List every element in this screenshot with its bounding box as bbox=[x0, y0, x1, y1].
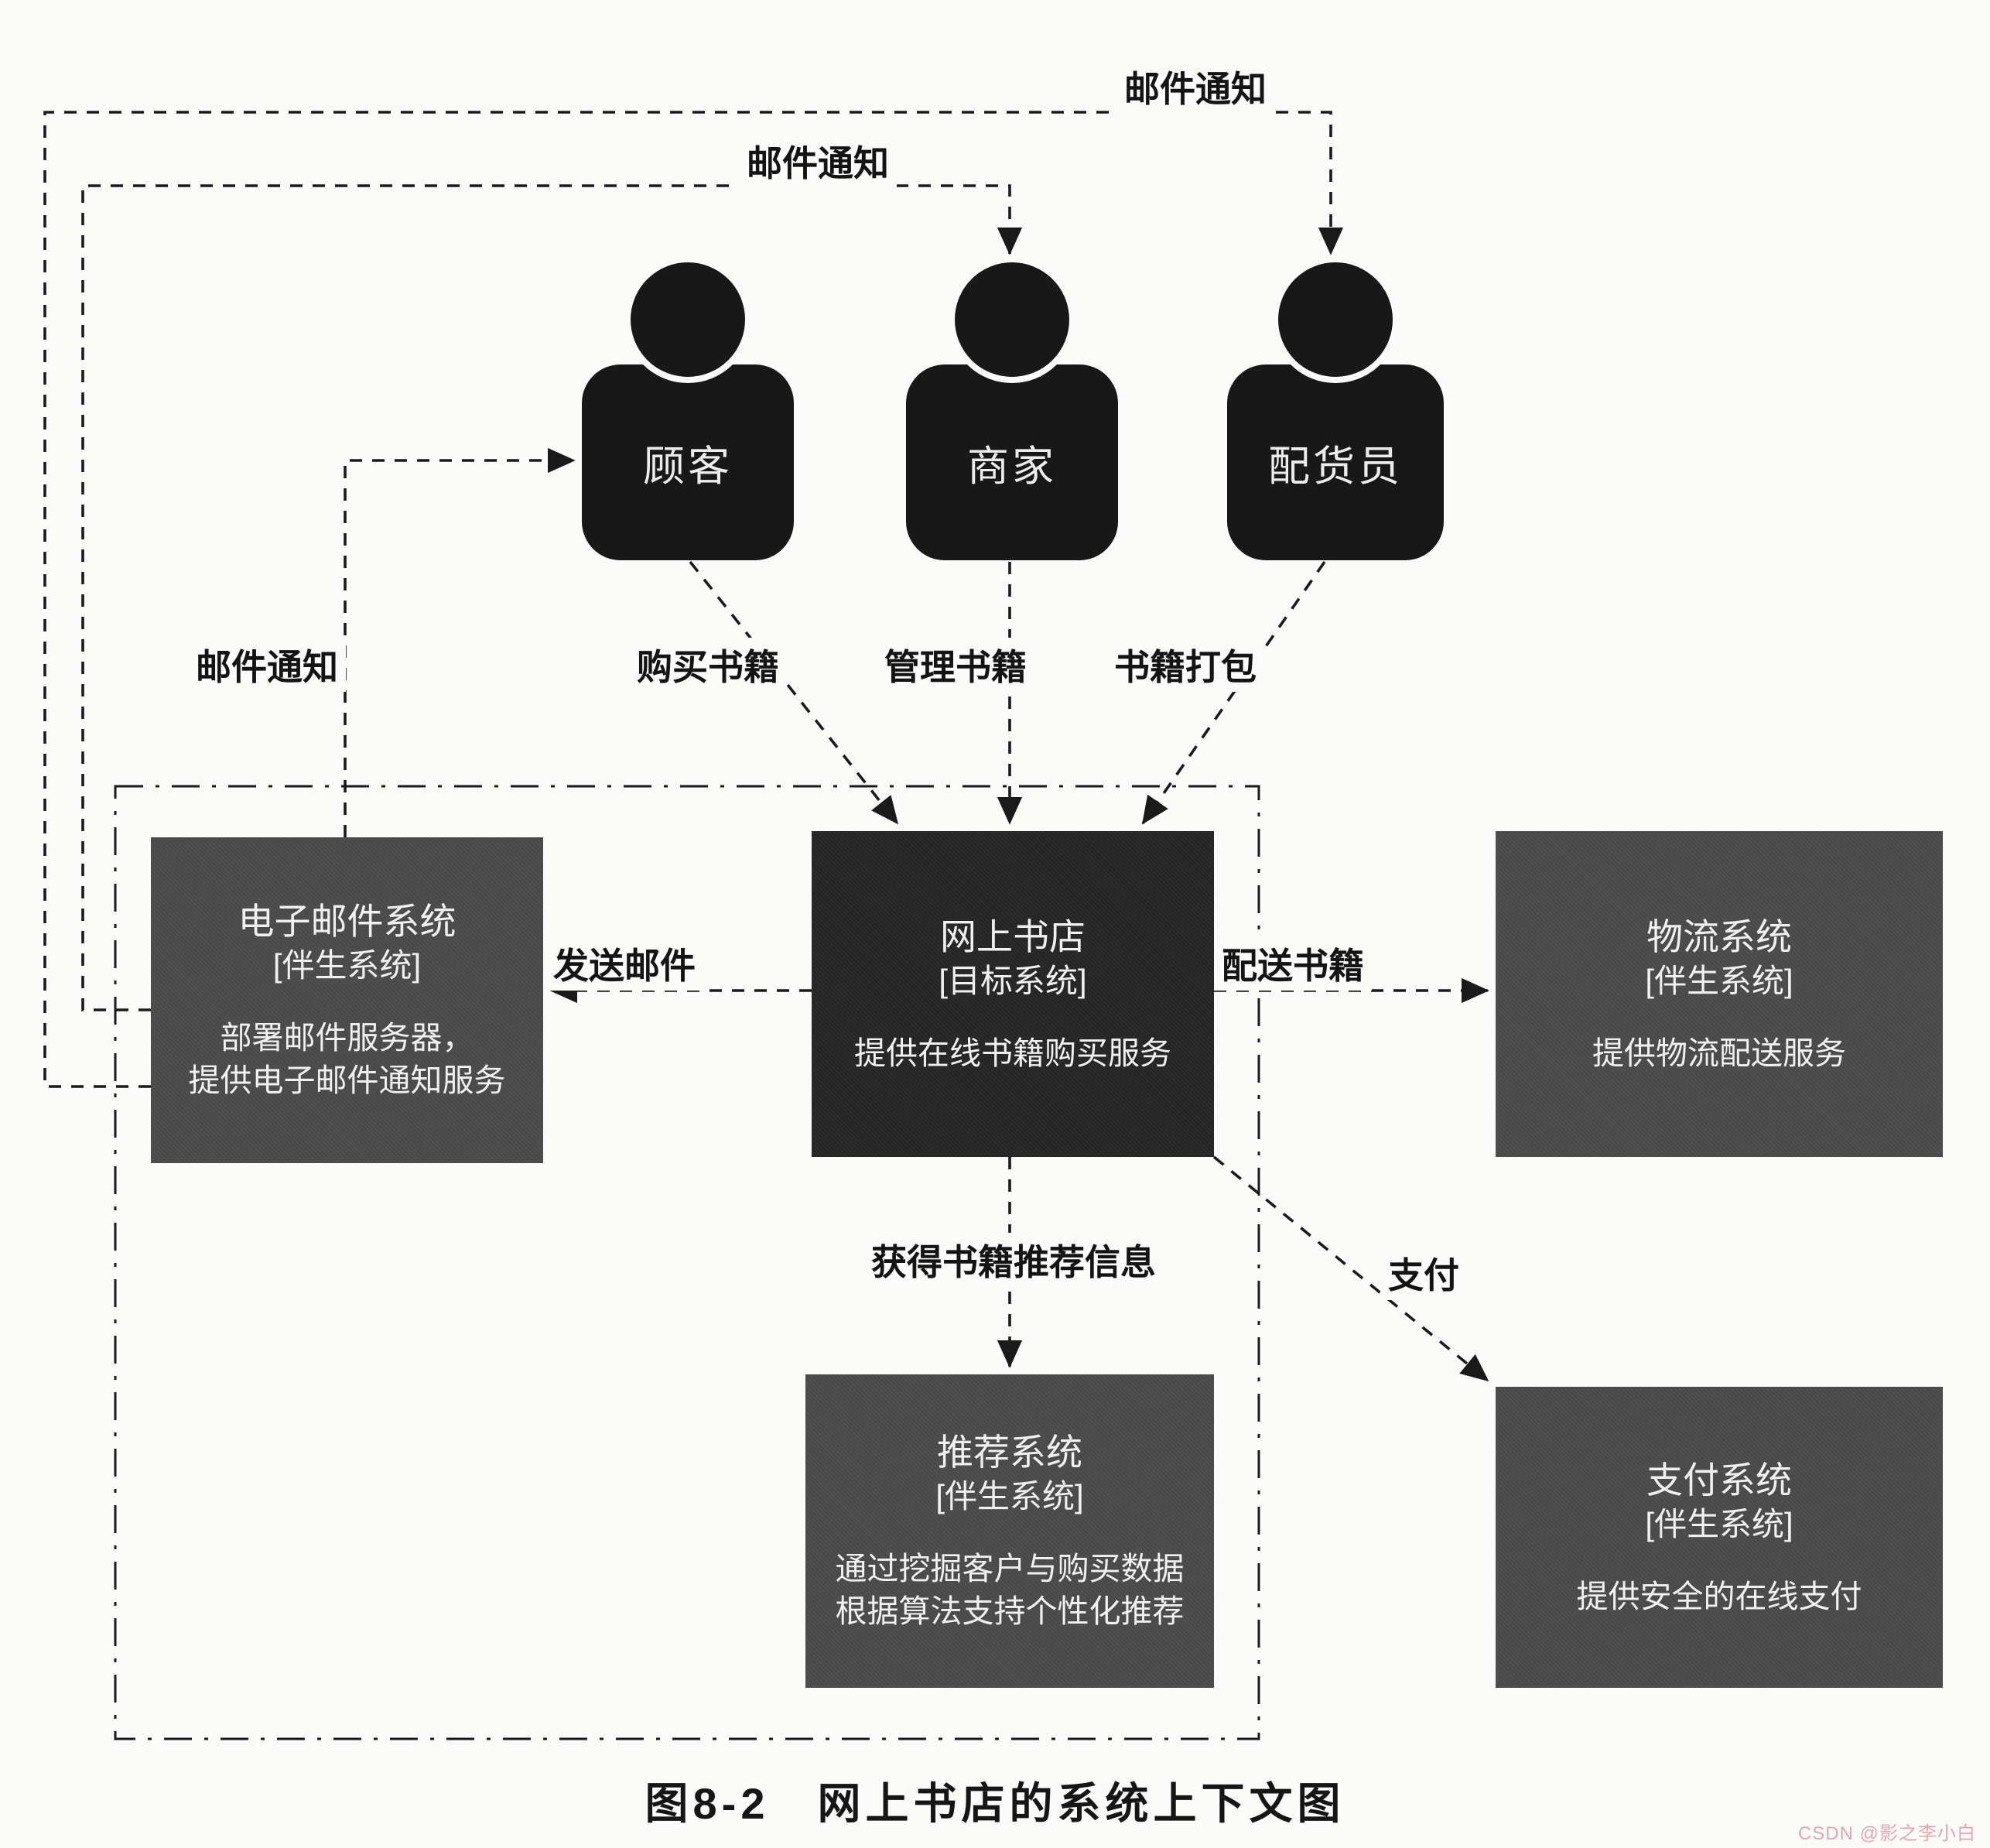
system-bookstore-title: 网上书店 bbox=[940, 915, 1086, 957]
system-payment-desc: 提供安全的在线支付 bbox=[1576, 1578, 1862, 1614]
label-send-mail: 发送邮件 bbox=[545, 936, 703, 991]
person-icon bbox=[1227, 256, 1444, 560]
system-recommend-tag: [伴生系统] bbox=[935, 1478, 1084, 1515]
actor-deliveryman: 配货员 bbox=[1227, 256, 1444, 560]
system-logistics-box: 物流系统 [伴生系统] 提供物流配送服务 bbox=[1496, 831, 1943, 1157]
system-email-title: 电子邮件系统 bbox=[238, 901, 456, 943]
system-email-tag: [伴生系统] bbox=[272, 947, 422, 984]
system-payment-box: 支付系统 [伴生系统] 提供安全的在线支付 bbox=[1496, 1387, 1943, 1688]
system-logistics-tag: [伴生系统] bbox=[1645, 963, 1793, 1000]
label-manage-books: 管理书籍 bbox=[877, 638, 1034, 692]
actor-customer-label: 顾客 bbox=[643, 443, 733, 490]
person-icon bbox=[582, 256, 794, 560]
system-bookstore-tag: [目标系统] bbox=[939, 963, 1087, 1000]
person-icon bbox=[906, 256, 1118, 560]
system-logistics-desc: 提供物流配送服务 bbox=[1592, 1035, 1846, 1071]
actor-customer: 顾客 bbox=[582, 256, 794, 560]
edge-mail-to-customer bbox=[344, 447, 576, 837]
actor-merchant: 商家 bbox=[906, 256, 1118, 560]
system-email-desc: 部署邮件服务器， bbox=[220, 1020, 474, 1056]
label-mail-notify-left: 邮件通知 bbox=[188, 638, 346, 692]
edge-buy-books bbox=[689, 560, 899, 825]
system-recommend-title: 推荐系统 bbox=[937, 1432, 1082, 1473]
watermark-text: CSDN @影之李小白 bbox=[1797, 1823, 1976, 1844]
system-recommend-box: 推荐系统 [伴生系统] 通过挖掘客户与购买数据 根据算法支持个性化推荐 bbox=[805, 1374, 1214, 1688]
edge-pay bbox=[1212, 1155, 1489, 1382]
system-recommend-desc: 通过挖掘客户与购买数据 bbox=[835, 1551, 1185, 1586]
label-recommend-info: 获得书籍推荐信息 bbox=[863, 1233, 1164, 1287]
edge-mail-to-merchant bbox=[81, 184, 1023, 1011]
system-boundary bbox=[114, 785, 1260, 1740]
system-payment-tag: [伴生系统] bbox=[1645, 1506, 1793, 1543]
system-bookstore-desc: 提供在线书籍购买服务 bbox=[854, 1035, 1171, 1071]
system-email-box: 电子邮件系统 [伴生系统] 部署邮件服务器， 提供电子邮件通知服务 bbox=[151, 837, 543, 1163]
actor-deliveryman-label: 配货员 bbox=[1268, 443, 1403, 490]
system-bookstore-box: 网上书店 [目标系统] 提供在线书籍购买服务 bbox=[812, 831, 1214, 1157]
label-deliver-books: 配送书籍 bbox=[1214, 936, 1372, 991]
label-pay: 支付 bbox=[1380, 1246, 1467, 1300]
figure-caption: 图8-2 网上书店的系统上下文图 bbox=[645, 1779, 1345, 1828]
label-mail-notify-mid: 邮件通知 bbox=[739, 134, 897, 188]
system-logistics-title: 物流系统 bbox=[1646, 915, 1792, 957]
edge-pack-books bbox=[1141, 560, 1326, 825]
system-recommend-desc: 根据算法支持个性化推荐 bbox=[835, 1593, 1185, 1630]
label-pack-books: 书籍打包 bbox=[1106, 638, 1264, 692]
system-payment-title: 支付系统 bbox=[1646, 1459, 1792, 1501]
label-buy-books: 购买书籍 bbox=[629, 638, 787, 692]
edge-mail-to-deliveryman bbox=[43, 111, 1344, 1088]
system-email-desc: 提供电子邮件通知服务 bbox=[188, 1063, 506, 1099]
actor-merchant-label: 商家 bbox=[967, 443, 1057, 490]
label-mail-notify-top: 邮件通知 bbox=[1116, 60, 1274, 114]
